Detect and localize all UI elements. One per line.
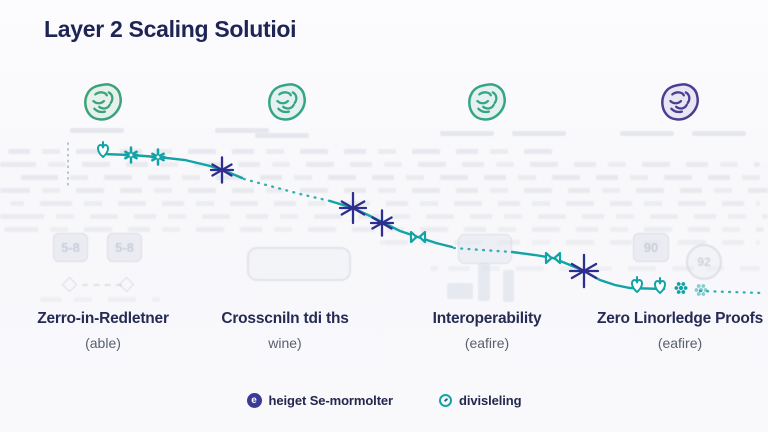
ghost-badge-58-b: 5-8	[107, 233, 142, 262]
column-icon-2	[187, 80, 387, 131]
ghost-chip-shape	[247, 247, 351, 281]
column-label-4: Zero Linorledge Proofs	[596, 310, 764, 327]
ghost-badge-58-a: 5-8	[53, 233, 88, 262]
brain-network-icon	[657, 80, 703, 131]
column-subtitle-4: (eafire)	[657, 335, 703, 351]
ghost-caption	[512, 131, 566, 136]
ghost-text-row	[40, 297, 160, 302]
legend: e heiget Se-mormolter divisleling	[0, 393, 768, 408]
ghost-diamond-icon	[118, 276, 135, 293]
ghost-bar-shape	[478, 263, 490, 301]
ghost-text-row	[0, 162, 760, 167]
teal-ring-icon	[439, 394, 453, 407]
ghost-diamond-icon	[61, 276, 78, 293]
ghost-text-row	[0, 214, 768, 219]
ghost-text-row	[10, 201, 760, 206]
legend-label-1: heiget Se-mormolter	[268, 393, 394, 408]
ghost-text-row	[380, 240, 760, 245]
brain-network-icon	[264, 80, 310, 131]
legend-item-2: divisleling	[439, 393, 522, 408]
purple-badge-icon: e	[246, 393, 262, 408]
ghost-caption	[70, 128, 124, 133]
ghost-text-row	[6, 175, 761, 180]
column-subtitle-2: wine)	[268, 335, 302, 351]
column-subtitle-3: (eafire)	[464, 335, 510, 351]
legend-item-1: e heiget Se-mormolter	[246, 393, 394, 408]
ghost-caption	[440, 131, 494, 136]
column-label-3: Interoperability	[432, 310, 542, 327]
brain-network-icon	[80, 80, 126, 131]
column-icon-3	[387, 80, 587, 131]
column-label-1: Zerro-in-Redletner	[37, 310, 169, 327]
ghost-caption	[215, 128, 269, 133]
ghost-circle-92: 92	[686, 244, 722, 280]
column-subtitle-1: (able)	[85, 335, 121, 351]
ghost-text-row	[0, 188, 768, 193]
ghost-bar-shape	[503, 270, 514, 302]
ghost-badge-90: 90	[633, 233, 669, 262]
column-icon-1	[3, 80, 203, 131]
ghost-bar-shape	[447, 283, 473, 299]
ghost-text-row	[4, 227, 764, 232]
page-title: Layer 2 Scaling Solutioi	[44, 16, 297, 42]
brain-network-icon	[464, 80, 510, 131]
ghost-caption	[692, 131, 746, 136]
column-label-2: Crosscniln tdi ths	[221, 310, 349, 327]
legend-label-2: divisleling	[459, 393, 522, 408]
ghost-caption	[255, 133, 309, 138]
ghost-connector-line	[82, 284, 122, 286]
ghost-text-row	[8, 149, 568, 154]
ghost-caption	[620, 131, 674, 136]
column-icon-4	[580, 80, 768, 131]
ghost-card-shape	[458, 234, 512, 264]
